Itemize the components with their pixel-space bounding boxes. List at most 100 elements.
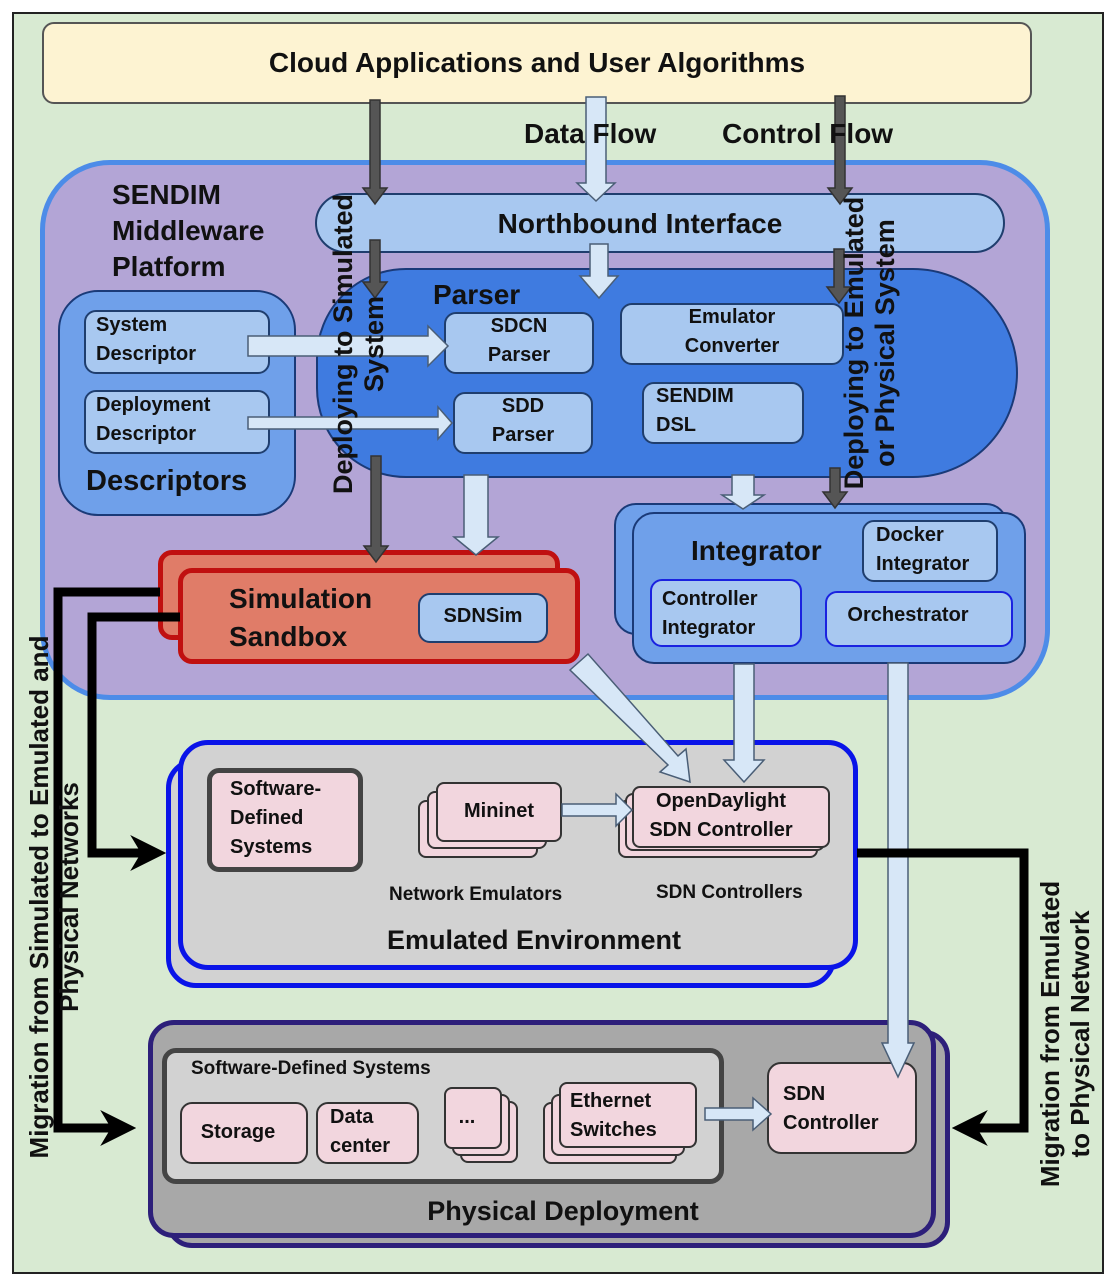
- migration-left-label: Migration from Simulated to Emulated and…: [24, 557, 95, 1237]
- ethernet-line1: Ethernet: [570, 1090, 652, 1112]
- integrator-title: Integrator: [691, 535, 822, 566]
- controller-integrator-line1: Controller: [662, 588, 758, 610]
- descriptors-title: Descriptors: [86, 465, 248, 497]
- dark-arrow-ctrl-low: [821, 467, 849, 510]
- deploy-simulated-line2: System: [359, 295, 390, 393]
- dark-arrows: [361, 95, 854, 564]
- dark-arrow-ctrl-mid: [825, 248, 853, 305]
- docker-integrator-line1: Docker: [876, 524, 944, 546]
- storage-box: [180, 1102, 308, 1164]
- data-flow-label: Data Flow: [524, 118, 657, 149]
- opendaylight-line2: SDN Controller: [649, 819, 793, 841]
- simulation-sandbox: [178, 568, 580, 664]
- physical-sds-title: Software-Defined Systems: [191, 1058, 431, 1079]
- sandbox-title-line2: Sandbox: [229, 621, 348, 652]
- docker-integrator: [862, 520, 998, 582]
- orchestrator-label: Orchestrator: [847, 604, 969, 626]
- migration-left-outer: [53, 587, 160, 1146]
- migration-left-line2: Physical Networks: [53, 782, 84, 1012]
- migration-right-label: Migration from Emulated to Physical Netw…: [1035, 864, 1104, 1204]
- northbound-label: Northbound Interface: [497, 208, 783, 239]
- opendaylight-line1: OpenDaylight: [655, 790, 786, 812]
- dark-arrow-ctrl-top: [826, 95, 854, 206]
- migration-right-line2: to Physical Network: [1064, 910, 1095, 1158]
- light-arrow-system-desc: [247, 324, 450, 368]
- light-arrow-data-mid: [578, 243, 620, 300]
- sdnsim-label: SDNSim: [443, 605, 523, 627]
- emulated-sds-line3: Systems: [230, 836, 313, 858]
- network-emulators-label: Network Emulators: [389, 884, 563, 905]
- dark-arrow-sim-top: [361, 99, 389, 206]
- controller-integrator-line2: Integrator: [662, 617, 756, 639]
- deploy-emulated-label: Deploying to Emulated or Physical System: [839, 173, 905, 513]
- deployment-descriptor-line1: Deployment: [96, 394, 211, 416]
- sendim-dsl-line1: SENDIM: [656, 385, 734, 407]
- cloud-applications-label: Cloud Applications and User Algorithms: [268, 47, 806, 78]
- system-descriptor-line1: System: [96, 314, 168, 336]
- ethernet-switches-box: [559, 1082, 697, 1148]
- datacenter-line1: Data: [330, 1106, 374, 1128]
- platform-title-line3: Platform: [112, 251, 226, 282]
- deployment-descriptor-line2: Descriptor: [96, 423, 197, 445]
- light-arrow-deploy-desc: [247, 405, 453, 441]
- deploy-emulated-line1: Deploying to Emulated: [839, 196, 869, 490]
- emulator-converter: [620, 303, 844, 365]
- controller-integrator: [650, 579, 802, 647]
- emulated-sds-line1: Software-: [230, 778, 322, 800]
- datacenter-line2: center: [330, 1135, 391, 1157]
- light-arrow-parser-sandbox: [451, 474, 501, 556]
- sdcn-parser-line2: Parser: [487, 344, 551, 366]
- migration-arrows: [53, 587, 1029, 1146]
- emulator-converter-line2: Converter: [684, 335, 780, 357]
- mininet-label: Mininet: [464, 800, 534, 822]
- mininet-box: [436, 782, 562, 842]
- light-arrows: [247, 96, 916, 1132]
- system-descriptor-line2: Descriptor: [96, 343, 197, 365]
- sdcn-parser: [444, 312, 594, 374]
- deploy-simulated-line1: Deploying to Simulated: [328, 193, 358, 495]
- emulator-converter-line1: Emulator: [688, 306, 776, 328]
- light-arrow-sandbox-odl: [568, 652, 691, 784]
- storage-label: Storage: [200, 1121, 276, 1143]
- system-descriptor: [84, 310, 270, 374]
- sdcn-parser-line1: SDCN: [490, 315, 548, 337]
- sandbox-title-line1: Simulation: [229, 583, 373, 614]
- control-flow-label: Control Flow: [722, 118, 894, 149]
- platform-title-line1: SENDIM: [112, 179, 221, 210]
- emulated-sds-line2: Defined: [230, 807, 304, 829]
- datacenter-box: [316, 1102, 419, 1164]
- sendim-dsl-line2: DSL: [656, 414, 696, 436]
- light-arrow-ethernet-controller: [704, 1096, 773, 1132]
- deploy-simulated-label: Deploying to Simulated System: [328, 174, 392, 514]
- migration-right: [857, 848, 1029, 1146]
- deploy-emulated-line2: or Physical System: [870, 219, 901, 467]
- dark-arrow-sim-low: [362, 455, 390, 564]
- opendaylight-box: [632, 786, 830, 848]
- northbound-interface: [315, 193, 1005, 253]
- migration-left-line1: Migration from Simulated to Emulated and: [24, 635, 54, 1159]
- docker-integrator-line2: Integrator: [876, 553, 970, 575]
- parser-title: Parser: [433, 279, 521, 310]
- sdnsim-box: [418, 593, 548, 643]
- sdn-controllers-label: SDN Controllers: [656, 882, 803, 903]
- light-arrow-parser-integrator: [719, 474, 767, 510]
- sdd-parser-line1: SDD: [501, 395, 545, 417]
- orchestrator: [825, 591, 1013, 647]
- platform-title-line2: Middleware: [112, 215, 265, 246]
- physical-sdn-controller: [767, 1062, 917, 1154]
- deployment-descriptor: [84, 390, 270, 454]
- migration-right-line1: Migration from Emulated: [1035, 880, 1065, 1188]
- cloud-applications-box: [42, 22, 1032, 104]
- physical-controller-line1: SDN: [783, 1083, 826, 1105]
- physical-controller-line2: Controller: [783, 1112, 879, 1134]
- ethernet-line2: Switches: [570, 1119, 657, 1141]
- sendim-dsl: [642, 382, 804, 444]
- sdd-parser-line2: Parser: [491, 424, 555, 446]
- light-arrow-data-top: [575, 96, 617, 203]
- dark-arrow-sim-mid: [361, 239, 389, 300]
- ellipsis-label: ...: [458, 1106, 476, 1128]
- migration-left-inner: [87, 612, 180, 871]
- light-arrow-integrator-odl: [722, 663, 766, 784]
- physical-deployment-title: Physical Deployment: [427, 1196, 699, 1226]
